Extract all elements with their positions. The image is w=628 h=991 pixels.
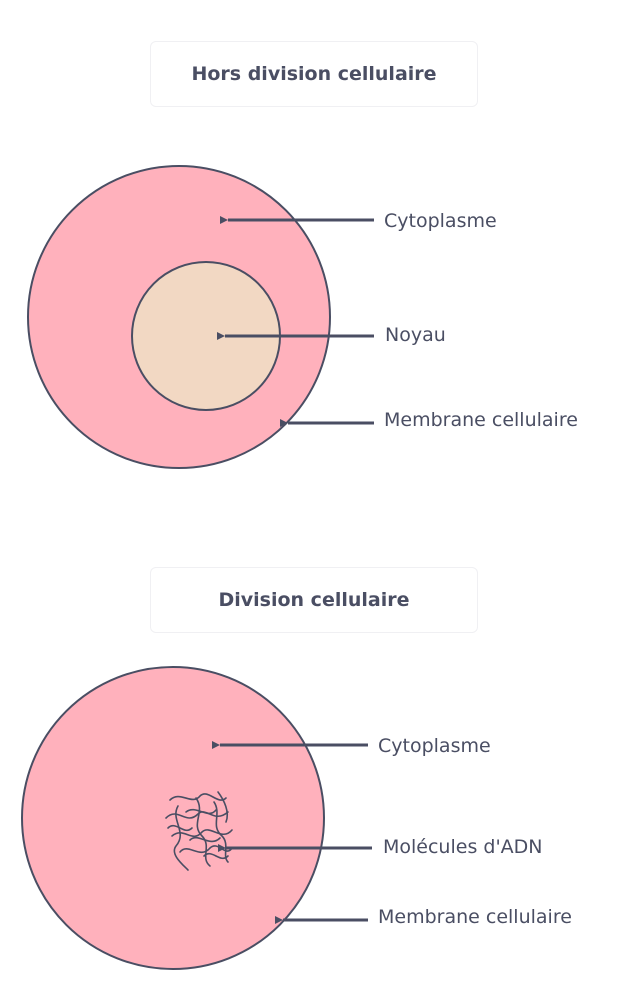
cell-cytoplasm-dividing (21, 666, 325, 970)
dna-molecules-icon (165, 791, 233, 871)
panel-title-interphase: Hors division cellulaire (150, 41, 478, 107)
cell-dividing (21, 666, 325, 970)
panel-title-division: Division cellulaire (150, 567, 478, 633)
label-nucleus: Noyau (385, 324, 446, 346)
label-cytoplasm-2: Cytoplasme (378, 735, 491, 757)
cell-interphase (27, 165, 331, 469)
label-membrane-1: Membrane cellulaire (384, 409, 578, 431)
label-cytoplasm-1: Cytoplasme (384, 210, 497, 232)
label-membrane-2: Membrane cellulaire (378, 906, 572, 928)
label-dna: Molécules d'ADN (383, 836, 543, 858)
